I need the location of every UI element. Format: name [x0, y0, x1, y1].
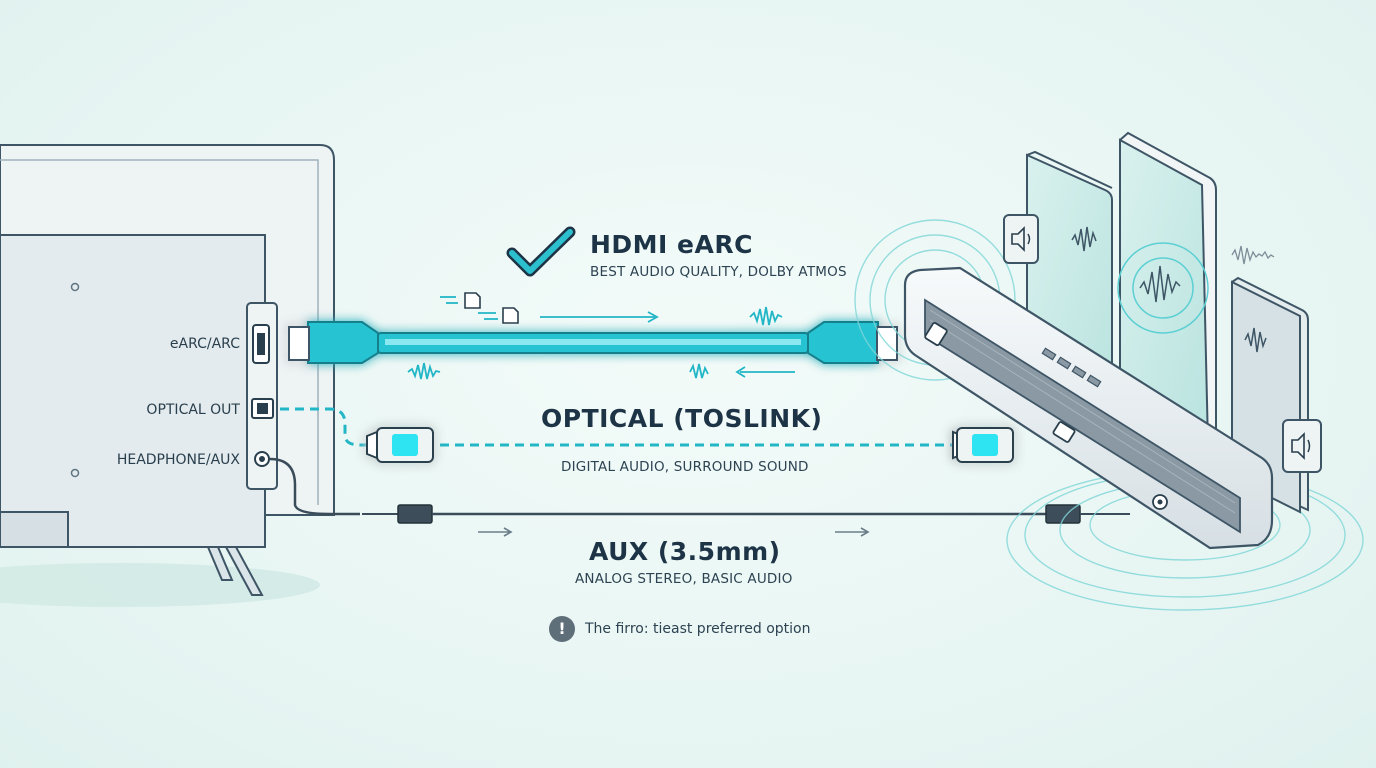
optical-cable: [280, 407, 1014, 463]
hdmi-cable: [288, 321, 898, 364]
arrow-right-icon: [478, 527, 513, 537]
document-icon: [502, 307, 519, 324]
sound-wave-icon: [1139, 265, 1181, 303]
document-icon: [464, 292, 481, 309]
aux-subtitle: ANALOG STEREO, BASIC AUDIO: [575, 571, 793, 587]
optical-title: OPTICAL (TOSLINK): [541, 404, 823, 433]
aux-title: AUX (3.5mm): [589, 537, 781, 566]
sound-wave-icon: [1244, 327, 1267, 353]
tv-shadow: [0, 563, 320, 607]
speaker-system: [854, 131, 1364, 611]
hdmi-flow: [407, 292, 795, 380]
sound-wave-icon: [749, 306, 783, 326]
port-label-earc: eARC/ARC: [169, 336, 240, 352]
screw: [70, 468, 80, 478]
tv-back-panel: [0, 234, 266, 548]
speaker-icon: [1003, 214, 1039, 264]
sound-wave-icon: [1071, 226, 1097, 252]
arrow-right-icon: [835, 527, 870, 537]
optical-subtitle: DIGITAL AUDIO, SURROUND SOUND: [561, 459, 809, 475]
port-label-headphone: HEADPHONE/AUX: [116, 452, 240, 468]
hdmi-title: HDMI eARC: [590, 230, 753, 259]
tv: [0, 144, 335, 596]
sound-wave-icon: [407, 362, 441, 380]
note-text: The firro: tieast preferred option: [585, 621, 811, 637]
hdmi-subtitle: BEST AUDIO QUALITY, DOLBY ATMOS: [590, 264, 847, 280]
speaker-icon: [1282, 419, 1322, 473]
screw: [70, 282, 80, 292]
port-label-optical: OPTICAL OUT: [146, 402, 240, 418]
sound-wave-icon: [689, 363, 709, 379]
exclamation-icon: !: [549, 616, 575, 642]
